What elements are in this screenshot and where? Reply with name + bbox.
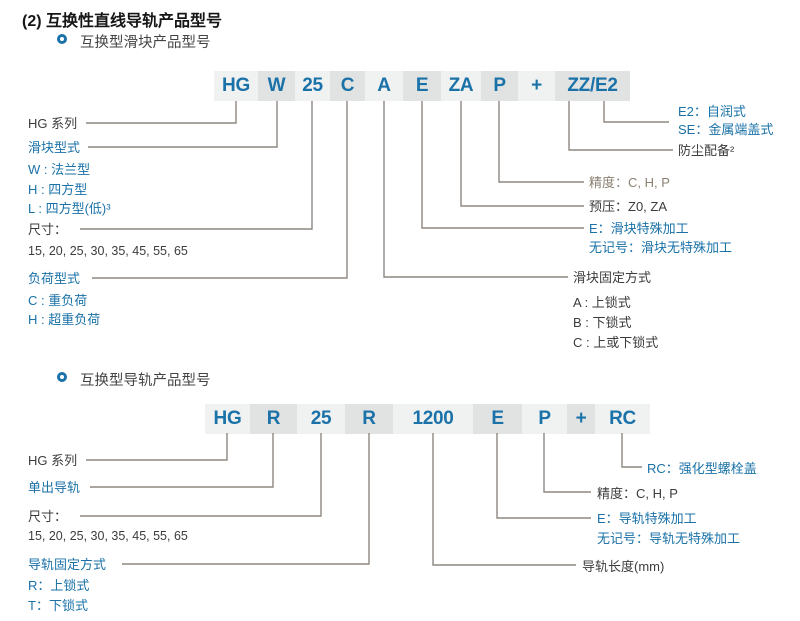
code-seg-rc: RC xyxy=(595,404,650,434)
label-rail-clamp: 导轨固定方式 xyxy=(28,557,107,572)
code-seg-precision: P xyxy=(481,71,518,101)
code-seg-plus: + xyxy=(567,404,595,434)
rail-model-code: HG R 25 R 1200 E P + RC xyxy=(205,404,650,434)
code-seg-special: E xyxy=(403,71,441,101)
code-seg-dust-e2: ZZ/E2 xyxy=(555,71,630,101)
label-load-h: H : 超重负荷 xyxy=(28,312,101,327)
bullet-icon xyxy=(57,372,67,382)
label-special-none: 无记号：滑块无特殊加工 xyxy=(589,240,733,255)
code-seg-precision: P xyxy=(522,404,567,434)
connector-line xyxy=(88,101,278,148)
code-seg-series: HG xyxy=(214,71,258,101)
label-size-values: 15, 20, 25, 30, 35, 45, 55, 65 xyxy=(28,244,188,258)
rail-section-heading: 互换型导轨产品型号 xyxy=(80,373,211,389)
label-clamp-b: B : 下锁式 xyxy=(573,315,632,330)
code-seg-load-type: C xyxy=(330,71,365,101)
label-rail-clamp-r: R：上锁式 xyxy=(28,578,90,593)
page-title: (2) 互换性直线导轨产品型号 xyxy=(22,13,223,30)
connector-line xyxy=(421,101,584,229)
code-seg-rail: R xyxy=(250,404,297,434)
label-load-c: C : 重负荷 xyxy=(28,293,88,308)
label-slider-type-w: W : 法兰型 xyxy=(28,162,91,177)
connector-line xyxy=(543,433,591,493)
code-seg-slider-type: W xyxy=(258,71,295,101)
label-rail-length: 导轨长度(mm) xyxy=(582,559,665,574)
label-precision: 精度：C, H, P xyxy=(589,175,670,190)
slider-model-code: HG W 25 C A E ZA P + ZZ/E2 xyxy=(214,71,630,101)
code-seg-preload: ZA xyxy=(441,71,481,101)
label-single-rail: 单出导轨 xyxy=(28,480,81,495)
label-hg-series: HG 系列 xyxy=(28,116,78,131)
rail-connectors xyxy=(80,433,642,566)
label-preload: 预压：Z0, ZA xyxy=(589,199,668,214)
connector-line xyxy=(80,433,322,517)
label-special-none: 无记号：导轨无特殊加工 xyxy=(597,531,741,546)
connector-line xyxy=(80,101,313,230)
connector-line xyxy=(86,433,228,461)
code-seg-size: 25 xyxy=(297,404,345,434)
connector-line xyxy=(460,101,584,207)
connector-line xyxy=(90,433,274,488)
connector-line xyxy=(86,101,237,124)
label-size: 尺寸： xyxy=(28,509,68,524)
connector-line xyxy=(383,101,568,278)
bullet-icon xyxy=(57,34,67,44)
connector-line xyxy=(122,433,370,565)
label-clamp-type: 滑块固定方式 xyxy=(573,270,652,285)
label-se-option: SE：金属端盖式 xyxy=(678,122,774,137)
connector-line xyxy=(603,101,669,123)
label-clamp-a: A : 上锁式 xyxy=(573,295,631,310)
label-slider-type-l: L : 四方型(低)³ xyxy=(28,201,111,216)
code-seg-plus: + xyxy=(518,71,555,101)
label-size: 尺寸： xyxy=(28,222,68,237)
label-size-values: 15, 20, 25, 30, 35, 45, 55, 65 xyxy=(28,529,188,543)
connector-line xyxy=(496,433,591,519)
code-seg-length: 1200 xyxy=(393,404,473,434)
code-seg-series: HG xyxy=(205,404,250,434)
connector-line xyxy=(568,101,673,151)
connector-line xyxy=(621,433,642,468)
label-special-e: E：导轨特殊加工 xyxy=(597,511,697,526)
connector-line xyxy=(432,433,576,566)
label-clamp-c: C : 上或下锁式 xyxy=(573,335,659,350)
code-seg-rail-clamp: R xyxy=(345,404,393,434)
code-seg-special: E xyxy=(473,404,522,434)
slider-section-heading: 互换型滑块产品型号 xyxy=(80,35,211,51)
code-seg-clamp-type: A xyxy=(365,71,403,101)
label-special-e: E：滑块特殊加工 xyxy=(589,221,689,236)
label-e2-option: E2：自润式 xyxy=(678,104,746,119)
label-precision: 精度：C, H, P xyxy=(597,486,678,501)
label-load-type: 负荷型式 xyxy=(28,271,81,286)
label-dust-protection: 防尘配备² xyxy=(678,143,735,158)
label-rc-option: RC：强化型螺栓盖 xyxy=(647,461,757,476)
label-slider-type-h: H : 四方型 xyxy=(28,182,88,197)
code-seg-size: 25 xyxy=(295,71,330,101)
label-rail-clamp-t: T：下锁式 xyxy=(28,598,88,613)
label-hg-series: HG 系列 xyxy=(28,453,78,468)
label-slider-type: 滑块型式 xyxy=(28,140,81,155)
connector-line xyxy=(498,101,584,183)
